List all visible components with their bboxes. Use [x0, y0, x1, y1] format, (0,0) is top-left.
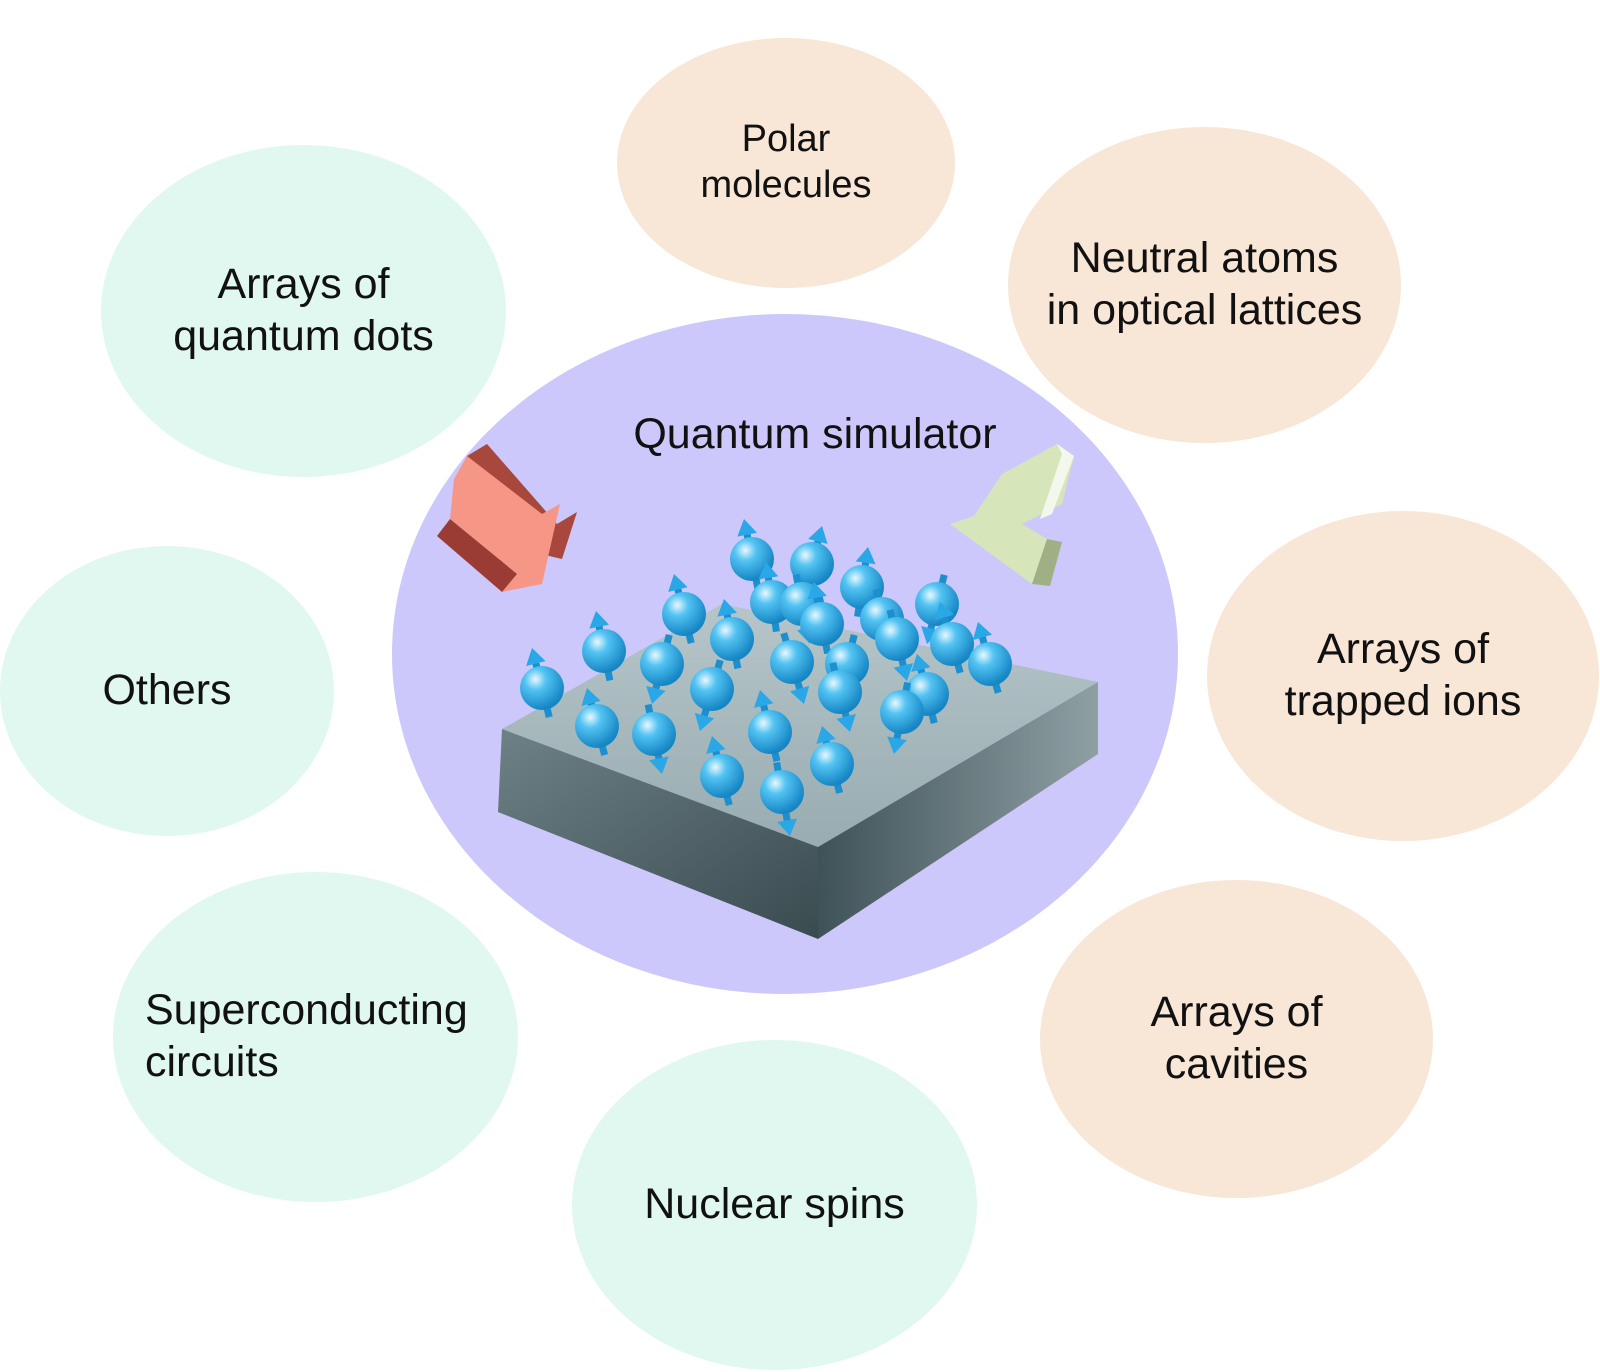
spin-arrowhead: [581, 688, 601, 707]
cavities-bubble: Arrays of cavities: [1040, 880, 1433, 1198]
spin-ball: [710, 617, 754, 661]
spin-ball: [818, 670, 862, 714]
spin-arrowhead: [808, 526, 828, 545]
spin-ball: [690, 667, 734, 711]
neutral-atoms-bubble: Neutral atoms in optical lattices: [1008, 127, 1401, 443]
nuclear-spins-label: Nuclear spins: [644, 1180, 905, 1229]
spin-15: [968, 622, 1012, 694]
polar-molecules-bubble: Polar molecules: [617, 38, 955, 288]
spin-arrowhead: [887, 736, 907, 754]
spin-arrowhead: [836, 714, 856, 732]
spin-20: [818, 662, 862, 732]
others-bubble: Others: [0, 546, 334, 836]
spin-ball: [875, 617, 919, 661]
cavities-label: Arrays of cavities: [1150, 988, 1323, 1088]
spin-ball: [520, 666, 564, 710]
spin-7: [662, 574, 706, 644]
spin-2: [790, 526, 834, 594]
trapped-ions-bubble: Arrays of trapped ions: [1207, 511, 1599, 841]
red-probe-arrow: [437, 444, 577, 592]
spin-arrowhead: [589, 611, 609, 629]
spin-ball: [662, 592, 706, 636]
polar-molecules-label: Polar molecules: [700, 118, 872, 206]
spin-10: [875, 609, 919, 681]
spin-23: [575, 688, 619, 756]
spin-arrowhead: [893, 663, 914, 681]
spin-11: [710, 599, 754, 670]
spin-22: [880, 681, 924, 754]
spin-arrowhead: [646, 686, 666, 704]
spin-ball: [930, 622, 974, 666]
spin-ball: [582, 629, 626, 673]
spin-arrowhead: [753, 690, 774, 708]
spin-24: [748, 690, 792, 762]
spin-arrowhead: [807, 582, 827, 600]
spin-arrowhead: [777, 818, 797, 836]
spin-ball: [840, 565, 884, 609]
spin-9: [800, 582, 844, 655]
spin-ball: [810, 742, 854, 786]
spin-ball: [968, 642, 1012, 686]
green-probe-arrow: [950, 444, 1074, 586]
spin-3: [840, 547, 884, 618]
spin-18: [520, 648, 564, 718]
spin-12: [930, 602, 974, 674]
spin-19: [690, 659, 734, 731]
nuclear-spins-bubble: Nuclear spins: [572, 1040, 977, 1370]
spin-ball: [800, 602, 844, 646]
quantum-simulator-title: Quantum simulator: [633, 410, 997, 458]
spin-arrowhead: [526, 648, 546, 666]
spin-ball: [790, 542, 834, 586]
slab-front-right: [818, 682, 1098, 939]
trapped-ions-label: Arrays of trapped ions: [1284, 625, 1522, 725]
spin-arrowhead: [649, 756, 669, 774]
spin-13: [582, 611, 626, 682]
spin-arrowhead: [706, 736, 726, 754]
spin-arrowhead: [911, 654, 931, 672]
spin-ball: [700, 754, 744, 798]
slab-front-left: [498, 729, 818, 939]
spin-arrowhead: [717, 599, 737, 617]
neutral-atoms-label: Neutral atoms in optical lattices: [1046, 234, 1363, 334]
spin-25: [632, 703, 676, 774]
spin-16: [640, 634, 684, 704]
spin-arrowhead: [694, 712, 715, 731]
spin-ball: [770, 640, 814, 684]
superconducting-circuits-bubble: Superconducting circuits: [113, 872, 518, 1202]
spin-ball: [575, 704, 619, 748]
spin-arrowhead: [668, 574, 688, 592]
spin-ball: [880, 690, 924, 734]
spin-28: [760, 761, 804, 836]
spin-lattice-illustration: [437, 444, 1098, 939]
spin-arrowhead: [758, 562, 779, 580]
spin-14: [770, 632, 814, 704]
spin-ball: [640, 642, 684, 686]
quantum-dots-label: Arrays of quantum dots: [173, 260, 434, 360]
quantum-dots-bubble: Arrays of quantum dots: [101, 145, 506, 477]
spin-arrowhead: [816, 726, 836, 745]
spin-ball: [748, 710, 792, 754]
spin-arrowhead: [789, 685, 810, 704]
spin-27: [700, 736, 744, 806]
spin-arrowhead: [934, 602, 955, 621]
spin-ball: [632, 712, 676, 756]
spin-26: [810, 726, 854, 794]
spin-arrowhead: [855, 547, 876, 565]
spin-array: [520, 519, 1012, 836]
spin-arrowhead: [737, 519, 757, 537]
others-label: Others: [102, 666, 232, 715]
spin-ball: [760, 770, 804, 814]
superconducting-circuits-label: Superconducting circuits: [145, 986, 468, 1086]
spin-arrowhead: [972, 622, 993, 641]
